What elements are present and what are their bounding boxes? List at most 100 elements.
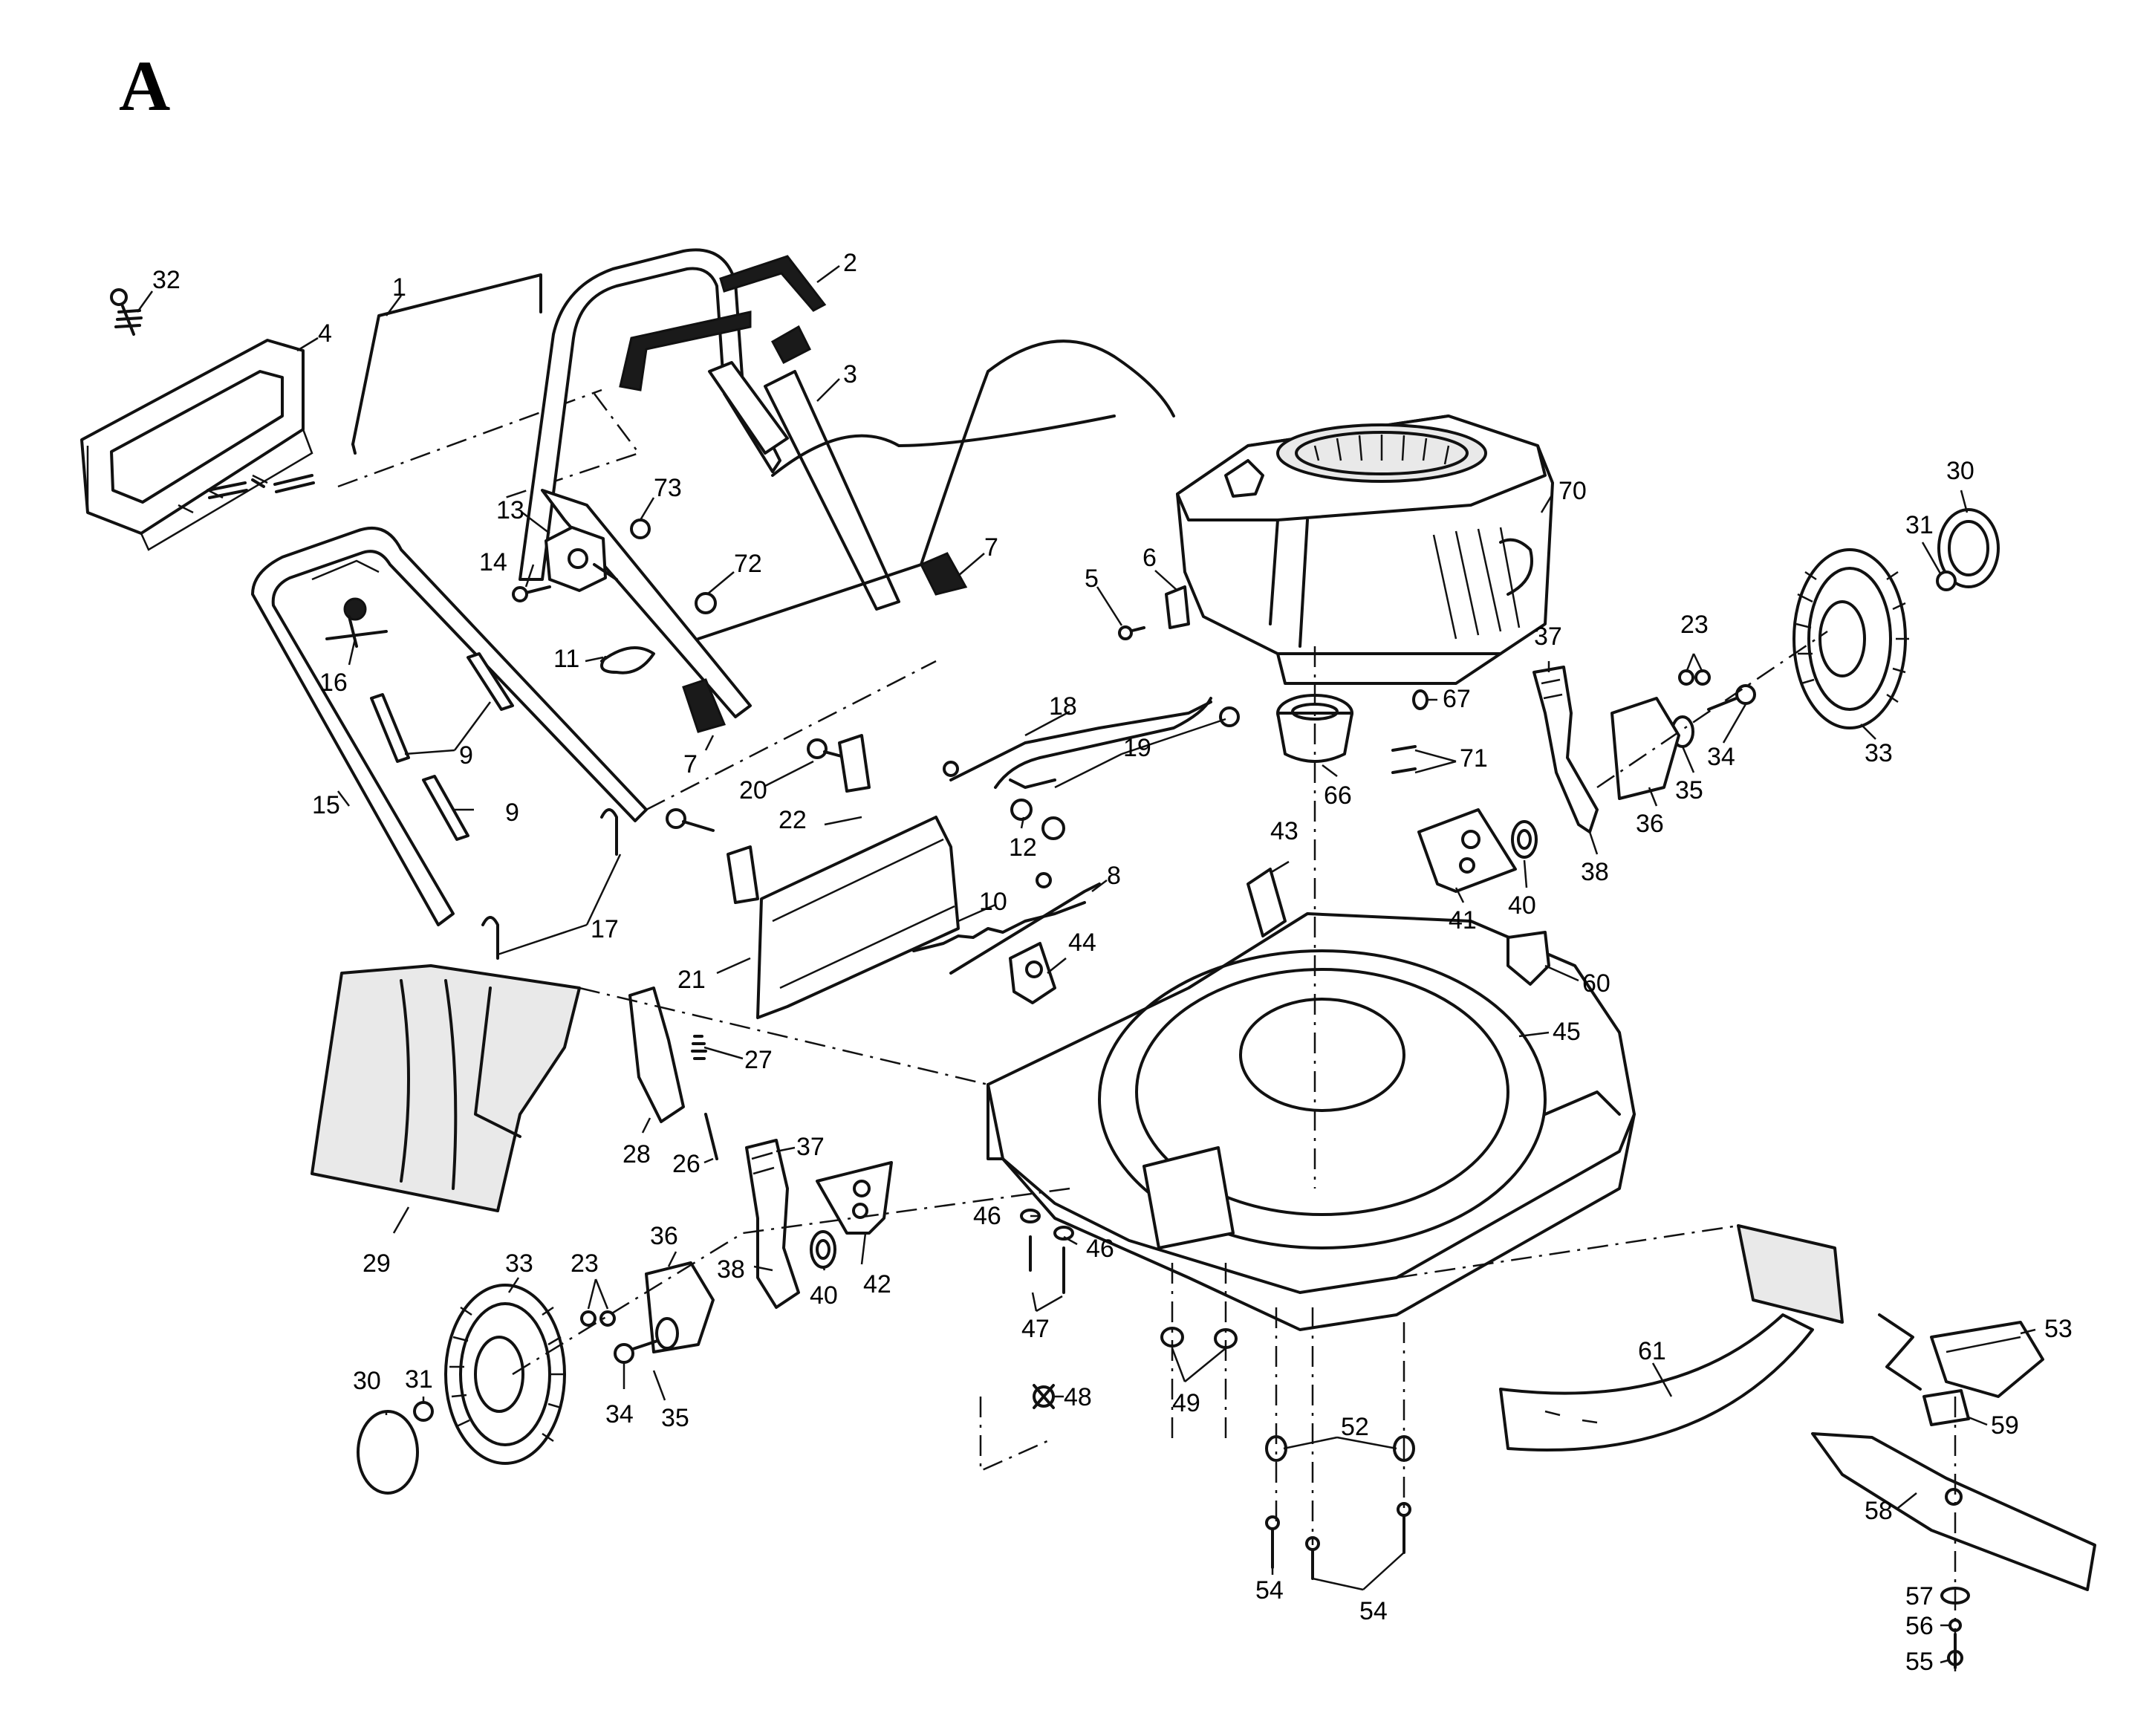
callout-13: 13 — [496, 496, 524, 524]
callout-70: 70 — [1558, 477, 1587, 505]
callout-28: 28 — [623, 1140, 651, 1168]
handle-knob-16 — [325, 597, 388, 648]
hairpin-17 — [481, 808, 618, 960]
callout-48: 48 — [1064, 1383, 1092, 1411]
callout-34-right: 34 — [1707, 743, 1735, 771]
callout-54-b: 54 — [1359, 1597, 1388, 1625]
callout-49: 49 — [1172, 1389, 1200, 1417]
wire-53 — [1878, 1313, 1922, 1391]
callout-37-left: 37 — [796, 1133, 825, 1161]
rear-door-21 — [756, 816, 960, 1019]
callout-23-right: 23 — [1680, 611, 1709, 639]
callout-27: 27 — [744, 1046, 773, 1074]
washer-12b — [1041, 816, 1065, 840]
callout-47: 47 — [1021, 1315, 1050, 1343]
callout-72: 72 — [734, 550, 762, 578]
nut-31-right — [1936, 570, 1957, 591]
nut-72 — [695, 592, 717, 614]
centerline-handle — [646, 660, 937, 811]
callout-26: 26 — [672, 1150, 701, 1178]
bolt-5 — [1118, 625, 1145, 640]
throttle-cable-end — [771, 415, 1116, 477]
washer-23-right-b — [1694, 669, 1711, 686]
baffle-61 — [1499, 1224, 1844, 1451]
washer-46-b — [1053, 1226, 1074, 1241]
handle-bracket-13 — [545, 526, 618, 592]
callout-61: 61 — [1638, 1337, 1666, 1365]
callout-17: 17 — [591, 915, 619, 943]
callout-10: 10 — [979, 888, 1007, 916]
nut-48 — [1033, 1384, 1055, 1409]
callout-labels: 32 4 1 2 3 13 73 72 14 11 16 9 7 7 15 9 … — [152, 249, 2073, 1676]
clip-11 — [600, 646, 655, 674]
washer-12 — [1010, 799, 1033, 821]
wheel-33-left — [444, 1284, 566, 1465]
nut-73 — [630, 518, 651, 539]
bracket-28 — [628, 986, 685, 1123]
callout-46-b: 46 — [1086, 1235, 1114, 1263]
callout-1: 1 — [392, 273, 406, 302]
callout-53: 53 — [2044, 1315, 2073, 1343]
bolt-14 — [512, 585, 551, 602]
screw-32-bottom — [207, 474, 315, 499]
centerline-axle-right — [1596, 630, 1828, 789]
callout-4: 4 — [318, 319, 332, 348]
callout-36-right: 36 — [1636, 810, 1664, 838]
callout-11: 11 — [553, 645, 579, 673]
control-3 — [708, 325, 900, 611]
callout-44: 44 — [1068, 929, 1096, 957]
callout-46-a: 46 — [973, 1202, 1001, 1230]
callout-57: 57 — [1905, 1582, 1934, 1610]
callout-30-right: 30 — [1946, 457, 1974, 485]
part-67 — [1412, 689, 1428, 710]
engine-70 — [1176, 415, 1554, 685]
callout-8: 8 — [1107, 862, 1121, 890]
washer-18 — [943, 761, 959, 777]
callout-38-left: 38 — [717, 1255, 745, 1284]
callout-5: 5 — [1085, 565, 1099, 593]
hubcap-30-left — [357, 1410, 419, 1495]
callout-33-left: 33 — [505, 1249, 533, 1278]
callout-2: 2 — [843, 249, 857, 277]
bolt-34-left — [614, 1336, 670, 1364]
rear-chute-29 — [311, 964, 581, 1212]
bolt-47 — [1029, 1235, 1065, 1294]
callout-6: 6 — [1142, 544, 1157, 572]
lever-37-38-right — [1532, 666, 1599, 833]
callout-38-right: 38 — [1581, 858, 1609, 886]
callout-31-right: 31 — [1905, 511, 1934, 539]
callout-20: 20 — [739, 776, 767, 804]
callout-55: 55 — [1905, 1648, 1934, 1676]
callout-21: 21 — [677, 966, 706, 994]
callout-41: 41 — [1449, 906, 1477, 934]
callout-37-right: 37 — [1534, 622, 1562, 651]
bolt-20 — [666, 738, 848, 832]
callout-3: 3 — [843, 360, 857, 389]
callout-40-right: 40 — [1508, 891, 1536, 920]
stiffener-59 — [1922, 1389, 1970, 1426]
callout-67: 67 — [1443, 685, 1471, 713]
callout-30-left: 30 — [353, 1367, 381, 1395]
lever-37-38-left — [745, 1139, 800, 1309]
callout-19: 19 — [1123, 734, 1151, 762]
bracket-44 — [1009, 942, 1056, 1004]
callout-73: 73 — [654, 474, 682, 502]
callout-35-right: 35 — [1675, 776, 1703, 804]
bolt-34-right — [1707, 684, 1756, 711]
handle-knob-upper — [919, 552, 968, 596]
callout-18: 18 — [1049, 692, 1077, 721]
centerline-axle-left — [512, 1187, 1070, 1376]
cable-clip-9-a — [370, 693, 410, 763]
rod-8 — [949, 872, 1101, 975]
blade-adapter-53 — [1930, 1321, 2044, 1398]
handle-knob-lower — [682, 678, 727, 733]
plug-60 — [1506, 931, 1550, 986]
pin-26 — [704, 1113, 718, 1160]
screw-32-top — [110, 288, 143, 336]
throttle-cable — [697, 339, 1175, 640]
centerline-bolts — [1171, 1263, 1405, 1545]
bushing-40-right — [1511, 820, 1538, 859]
adapter-plate-42 — [816, 1161, 893, 1235]
exploded-view-artwork — [80, 248, 2096, 1671]
